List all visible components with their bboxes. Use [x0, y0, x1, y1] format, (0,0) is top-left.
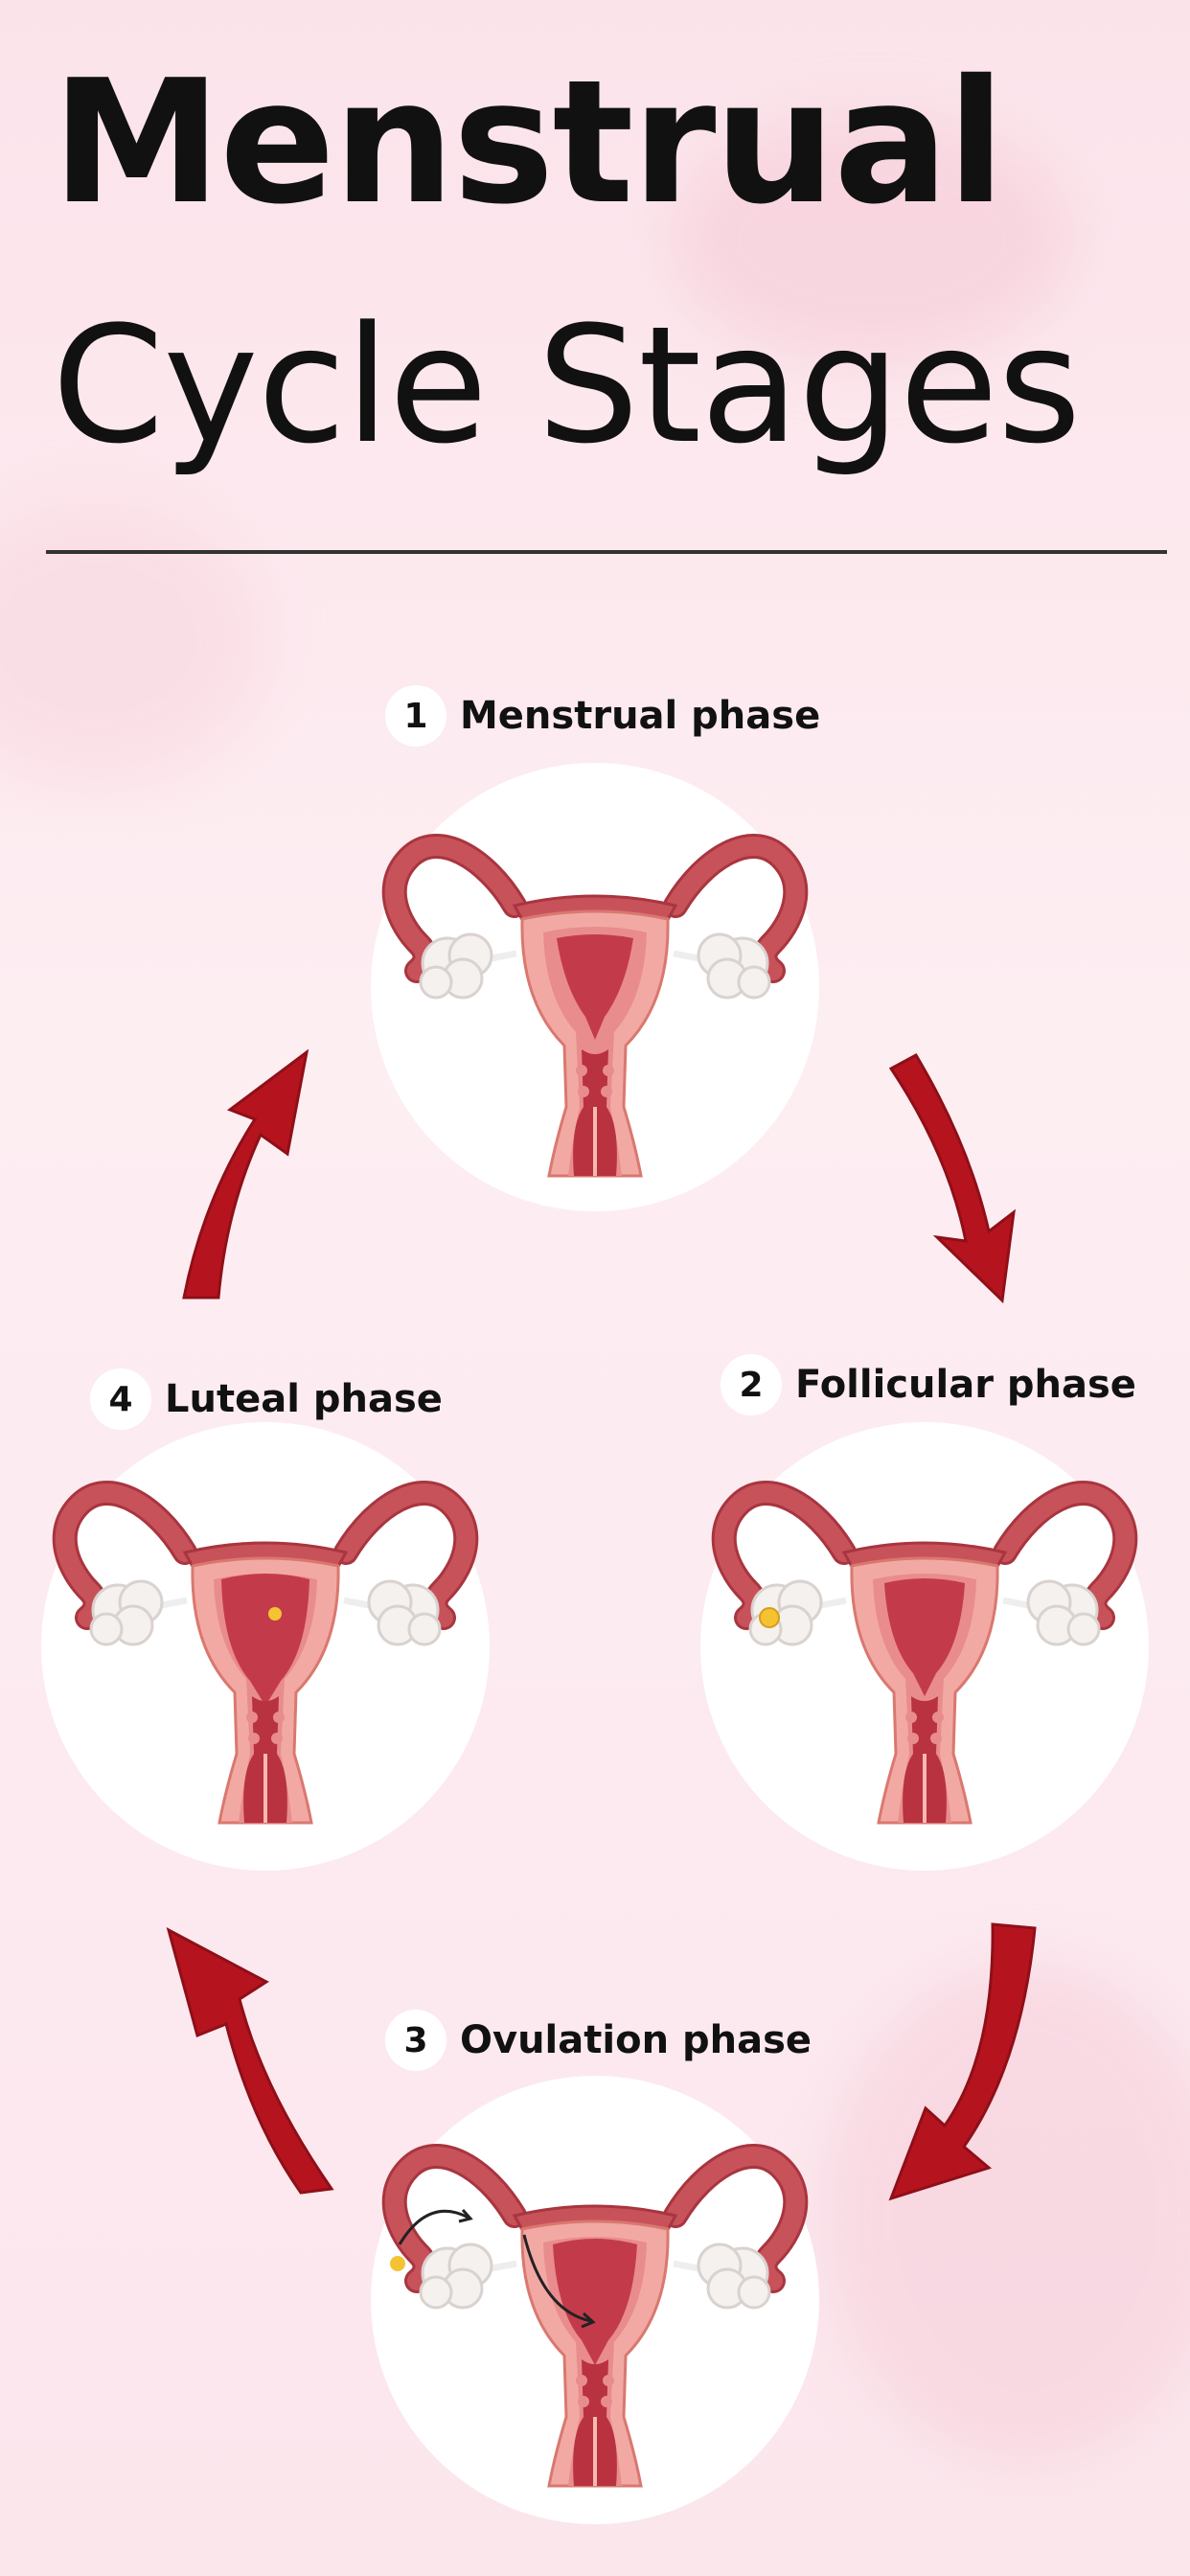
uterus-illustration-follicular	[711, 1481, 1138, 1825]
stage-number: 3	[385, 2010, 446, 2071]
stage-number: 4	[90, 1368, 151, 1430]
bg-blob	[671, 115, 1073, 364]
arrow-stage-3-to-4	[166, 1927, 334, 2195]
title-line-1: Menstrual	[52, 43, 1005, 242]
title-divider	[46, 550, 1167, 554]
egg-icon	[390, 2256, 405, 2271]
ovary-right	[697, 2242, 771, 2310]
ovary-left	[419, 932, 493, 1000]
arrow-stage-2-to-3	[888, 1922, 1037, 2201]
ovary-right	[1026, 1579, 1101, 1646]
stage-name: Ovulation phase	[460, 2018, 812, 2062]
stage-name: Menstrual phase	[460, 694, 821, 738]
stage-name: Follicular phase	[795, 1363, 1136, 1407]
egg-icon	[268, 1607, 282, 1621]
uterus-illustration-luteal	[52, 1481, 479, 1825]
uterus-illustration-menstrual	[381, 834, 809, 1178]
ovary-left	[419, 2242, 493, 2310]
stage-1-label: 1 Menstrual phase	[385, 685, 820, 747]
bg-blob	[0, 498, 268, 786]
uterus-illustration-ovulation	[381, 2144, 809, 2488]
arrow-stage-1-to-2	[888, 1052, 1016, 1304]
stage-number: 1	[385, 685, 446, 747]
stage-3-label: 3 Ovulation phase	[385, 2010, 812, 2071]
egg-icon	[759, 1607, 780, 1628]
ovary-left	[89, 1579, 164, 1646]
stage-name: Luteal phase	[165, 1377, 443, 1421]
stage-number: 2	[721, 1354, 782, 1415]
ovary-right	[367, 1579, 442, 1646]
stage-4-label: 4 Luteal phase	[90, 1368, 443, 1430]
ovary-right	[697, 932, 771, 1000]
title-line-2: Cycle Stages	[52, 291, 1082, 479]
arrow-stage-4-to-1	[182, 1048, 309, 1300]
stage-2-label: 2 Follicular phase	[721, 1354, 1136, 1415]
